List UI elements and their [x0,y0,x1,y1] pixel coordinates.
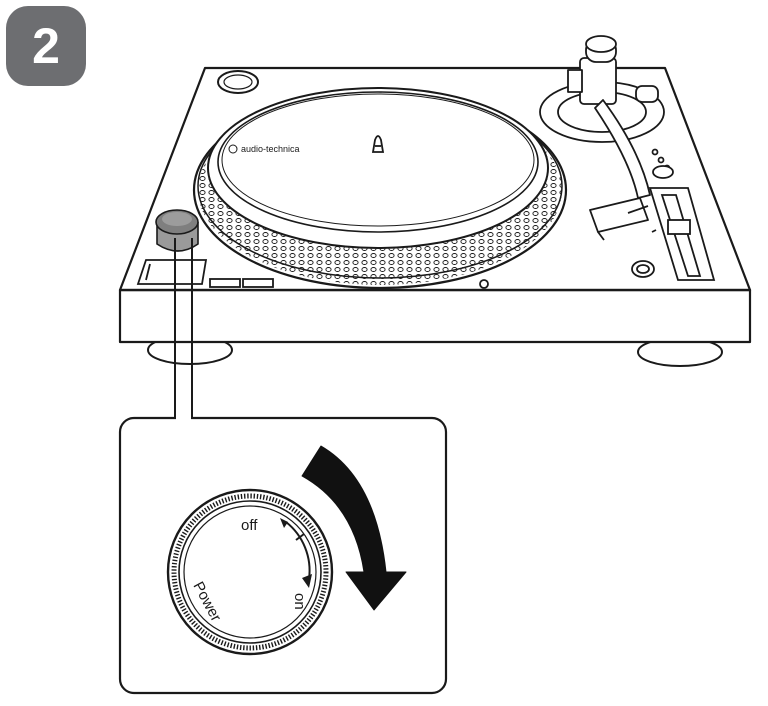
brand-logo: audio-technica [228,144,300,154]
front-buttons [136,259,489,289]
pitch-controls [631,148,716,281]
rotate-clockwise-arrow [301,445,407,611]
spindle [371,135,385,153]
step-number-badge: 2 [6,6,86,86]
callout-leader [174,238,193,418]
knob-label-on: on [291,593,308,610]
power-knob[interactable]: off on Power [166,488,334,656]
step-number: 2 [32,18,60,74]
platter [192,87,568,290]
tonearm [539,35,665,241]
brand-label: audio-technica [241,144,300,154]
knob-label-off: off [241,517,258,534]
power-knob-small [155,209,199,252]
